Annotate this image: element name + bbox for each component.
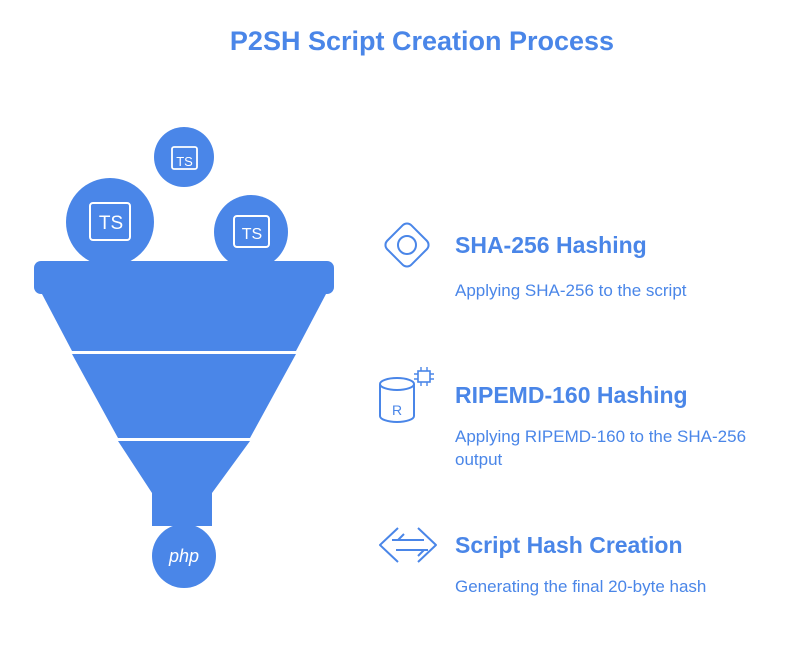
output-label: php xyxy=(168,546,199,566)
output-circle: php xyxy=(152,524,216,588)
exchange-arrows-icon xyxy=(379,527,437,563)
funnel-section-1 xyxy=(42,294,326,351)
step-script-hash: Script Hash Creation Generating the fina… xyxy=(378,520,788,600)
input-circle-left: TS xyxy=(66,178,154,266)
step-description: Applying RIPEMD-160 to the SHA-256 outpu… xyxy=(455,427,747,469)
database-chip-icon: R xyxy=(379,367,434,423)
funnel-section-2 xyxy=(72,354,296,438)
input-circle-right: TS xyxy=(214,195,288,269)
input-label-right: TS xyxy=(242,226,262,243)
step-heading: SHA-256 Hashing xyxy=(455,232,647,258)
step-heading: Script Hash Creation xyxy=(455,532,683,558)
funnel-section-3 xyxy=(118,441,250,526)
step-description: Generating the final 20-byte hash xyxy=(455,577,707,596)
input-label-top: TS xyxy=(176,154,193,169)
diamond-circle-icon xyxy=(384,222,430,268)
input-circle-top: TS xyxy=(154,127,214,187)
step-heading: RIPEMD-160 Hashing xyxy=(455,382,688,408)
input-label-left: TS xyxy=(99,213,123,234)
step-sha256: SHA-256 Hashing Applying SHA-256 to the … xyxy=(378,218,788,300)
funnel-rim xyxy=(34,261,334,294)
database-letter: R xyxy=(392,402,402,418)
page-title: P2SH Script Creation Process xyxy=(229,26,615,56)
step-ripemd160: R RIPEMD-160 Hashing Applying RIPEMD-160… xyxy=(378,366,788,476)
step-description: Applying SHA-256 to the script xyxy=(455,281,687,300)
